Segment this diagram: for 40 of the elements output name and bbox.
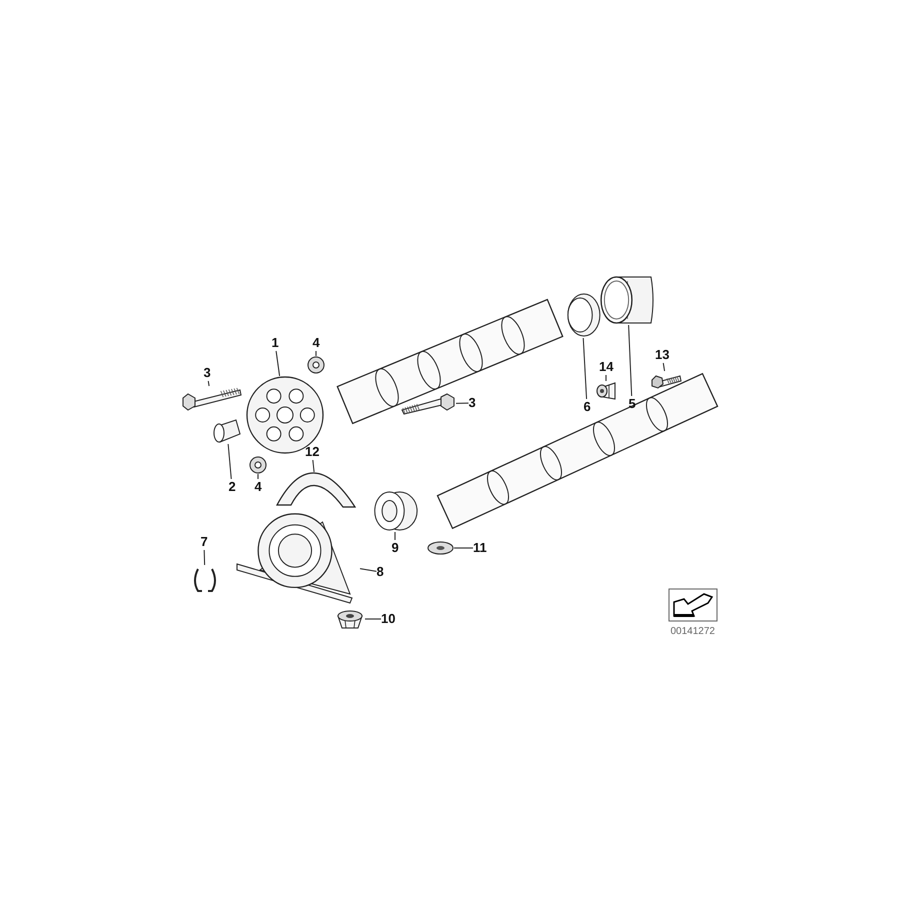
sleeve-drawing [212, 418, 242, 444]
leader-line [208, 380, 210, 386]
flange-nut-drawing [335, 608, 365, 630]
leader-line [456, 402, 469, 404]
callout-number: 9 [392, 540, 399, 556]
callout-number: 3 [468, 395, 476, 411]
leader-line [312, 460, 315, 472]
leader-line [364, 618, 382, 620]
nut-drawing [307, 356, 325, 374]
ball-bearing-drawing [372, 490, 418, 532]
callout-number: 4 [254, 479, 262, 495]
callout-number: 2 [228, 479, 236, 495]
leader-line [582, 338, 588, 400]
callout-number: 3 [204, 365, 211, 381]
drawing-number: 00141272 [670, 625, 715, 639]
leader-line [228, 444, 232, 480]
flex-disc-drawing [245, 376, 325, 454]
callout-number: 11 [473, 540, 487, 556]
leader-line [360, 568, 377, 572]
cap-drawing [595, 381, 617, 401]
callout-number: 6 [584, 399, 591, 415]
leader-line [628, 324, 632, 396]
leader-line [276, 350, 280, 376]
sleeve-drawing [600, 275, 655, 325]
callout-number: 4 [312, 335, 320, 351]
nut-drawing [249, 456, 267, 474]
bolt-drawing [180, 386, 242, 410]
callout-number: 12 [305, 444, 320, 460]
leader-line [394, 532, 396, 540]
callout-number: 7 [200, 534, 208, 550]
heat-shield-drawing [275, 472, 357, 509]
washer-drawing [427, 541, 454, 555]
callout-number: 14 [599, 359, 614, 375]
bolt-drawing [400, 393, 456, 415]
callout-number: 10 [381, 611, 396, 627]
callout-number: 13 [655, 347, 670, 363]
callout-number: 1 [272, 335, 279, 351]
callout-number: 8 [376, 564, 384, 580]
leader-line [204, 550, 206, 566]
leader-line [662, 362, 666, 372]
